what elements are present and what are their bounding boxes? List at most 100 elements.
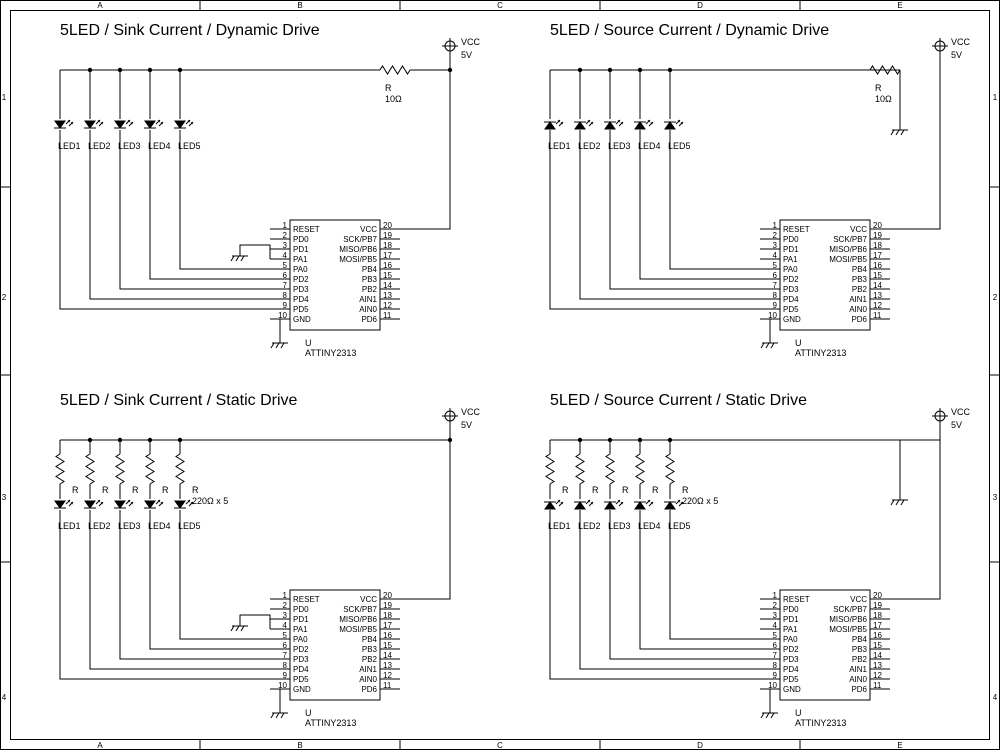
wire-gnd <box>270 318 281 343</box>
ic-part: ATTINY2313 <box>305 348 356 358</box>
ic-pin-number: 15 <box>873 641 882 650</box>
ic-pin-number: 20 <box>383 591 392 600</box>
resistor-zigzag <box>85 453 95 485</box>
ic-body <box>289 589 381 701</box>
ic-ref: U <box>795 708 802 718</box>
ic-pin-number: 19 <box>383 231 392 240</box>
wire-led-to-ic <box>579 130 760 300</box>
ic-pin-number: 7 <box>773 651 778 660</box>
ic-pin-number: 14 <box>383 281 392 290</box>
ic-pin-name: PB2 <box>362 655 378 664</box>
led-symbol <box>544 119 564 130</box>
led-triangle <box>604 121 616 130</box>
led-symbol <box>634 119 654 130</box>
wire-vcc-pin <box>890 440 941 600</box>
ic-pin-name: VCC <box>360 225 377 234</box>
led-triangle <box>114 120 126 129</box>
ic-pin-name: PD4 <box>293 665 309 674</box>
ic-pin-number: 18 <box>383 611 392 620</box>
ic-pin-name: PA1 <box>783 255 798 264</box>
ic-pin-name: MOSI/PB5 <box>339 255 377 264</box>
resistor-zigzag <box>605 453 615 485</box>
ic-pin-number: 6 <box>773 271 778 280</box>
ic-pin-number: 3 <box>283 611 288 620</box>
vcc-label: VCC <box>461 407 481 417</box>
row-label-left: 1 <box>2 93 7 102</box>
led-symbol <box>114 119 134 129</box>
circuit-title: 5LED / Source Current / Static Drive <box>550 392 807 409</box>
led-arrowhead <box>97 120 100 123</box>
vcc-label: VCC <box>951 37 971 47</box>
ic-pin-number: 9 <box>283 301 288 310</box>
led-arrowhead <box>620 122 623 125</box>
ic-pin-name: RESET <box>783 225 810 234</box>
led-arrowhead <box>587 120 590 123</box>
ic-pin-name: MISO/PB6 <box>829 245 867 254</box>
led-arrowhead <box>127 120 130 123</box>
ic-pin-name: PD2 <box>293 645 309 654</box>
led-triangle <box>664 121 676 130</box>
ic-pin-number: 16 <box>873 261 882 270</box>
ic-pin-number: 20 <box>873 591 882 600</box>
led-label: LED2 <box>88 141 111 151</box>
inner-border <box>10 10 990 740</box>
ground-hatch <box>890 499 895 506</box>
ic-pin-number: 11 <box>873 311 882 320</box>
ic-pin-number: 18 <box>873 611 882 620</box>
circuit-title: 5LED / Sink Current / Static Drive <box>60 392 298 409</box>
vcc-voltage: 5V <box>951 420 962 430</box>
ic-pin-name: PA0 <box>293 635 308 644</box>
ground-hatch <box>765 712 770 719</box>
ic-pin-name: MOSI/PB5 <box>829 255 867 264</box>
ic-pin-name: SCK/PB7 <box>833 605 867 614</box>
ic-pin-name: GND <box>783 315 801 324</box>
circuit-1: 5LED / Sink Current / Dynamic DriveVCC5V… <box>54 22 481 358</box>
resistor-value: 10Ω <box>385 94 402 104</box>
ic-pin-name: PA0 <box>783 635 798 644</box>
led-arrowhead <box>70 122 73 125</box>
ic-pin-name: PB2 <box>852 655 868 664</box>
ground-hatch <box>230 625 235 632</box>
ic-pin-name: AIN0 <box>359 305 377 314</box>
ic-pin-name: GND <box>293 315 311 324</box>
led-triangle <box>544 501 556 510</box>
led-symbol <box>144 119 164 129</box>
led-label: LED1 <box>58 521 81 531</box>
led-resistor-ref: R <box>562 485 569 495</box>
led-symbol <box>54 119 74 129</box>
ic-pin-name: PD4 <box>783 665 799 674</box>
wire-led-to-ic <box>179 130 270 270</box>
ic-pin-number: 8 <box>773 661 778 670</box>
ic-pin-number: 5 <box>773 631 778 640</box>
ic-pin-name: MISO/PB6 <box>339 615 377 624</box>
ic-pin-number: 5 <box>773 261 778 270</box>
ic-pin-name: PD2 <box>783 275 799 284</box>
ic-pin-number: 6 <box>773 641 778 650</box>
ground-symbol <box>230 625 248 632</box>
ic-pin-number: 4 <box>283 621 288 630</box>
ground-hatch <box>765 342 770 349</box>
resistor-zigzag <box>55 453 65 485</box>
led-arrowhead <box>677 120 680 123</box>
ground-hatch <box>760 342 765 349</box>
led-triangle <box>84 500 96 509</box>
ic-pin-number: 9 <box>773 671 778 680</box>
wire-led-to-ic <box>579 510 760 670</box>
ic-pin-name: PD3 <box>293 285 309 294</box>
led-label: LED5 <box>668 521 691 531</box>
led-label: LED1 <box>548 521 571 531</box>
led-label: LED3 <box>118 521 141 531</box>
resistor-zigzag <box>635 453 645 485</box>
ic-pin-name: PD0 <box>783 605 799 614</box>
led-label: LED2 <box>578 141 601 151</box>
wire-led-to-ic <box>89 130 270 300</box>
resistor <box>665 453 675 485</box>
ic-pin-name: MOSI/PB5 <box>829 625 867 634</box>
wire-led-to-ic <box>609 130 760 290</box>
ic-pin-name: PD0 <box>293 605 309 614</box>
ic-pin-number: 12 <box>873 301 882 310</box>
led-triangle <box>174 120 186 129</box>
ic-pin-name: AIN0 <box>849 675 867 684</box>
led-symbol <box>574 119 594 130</box>
